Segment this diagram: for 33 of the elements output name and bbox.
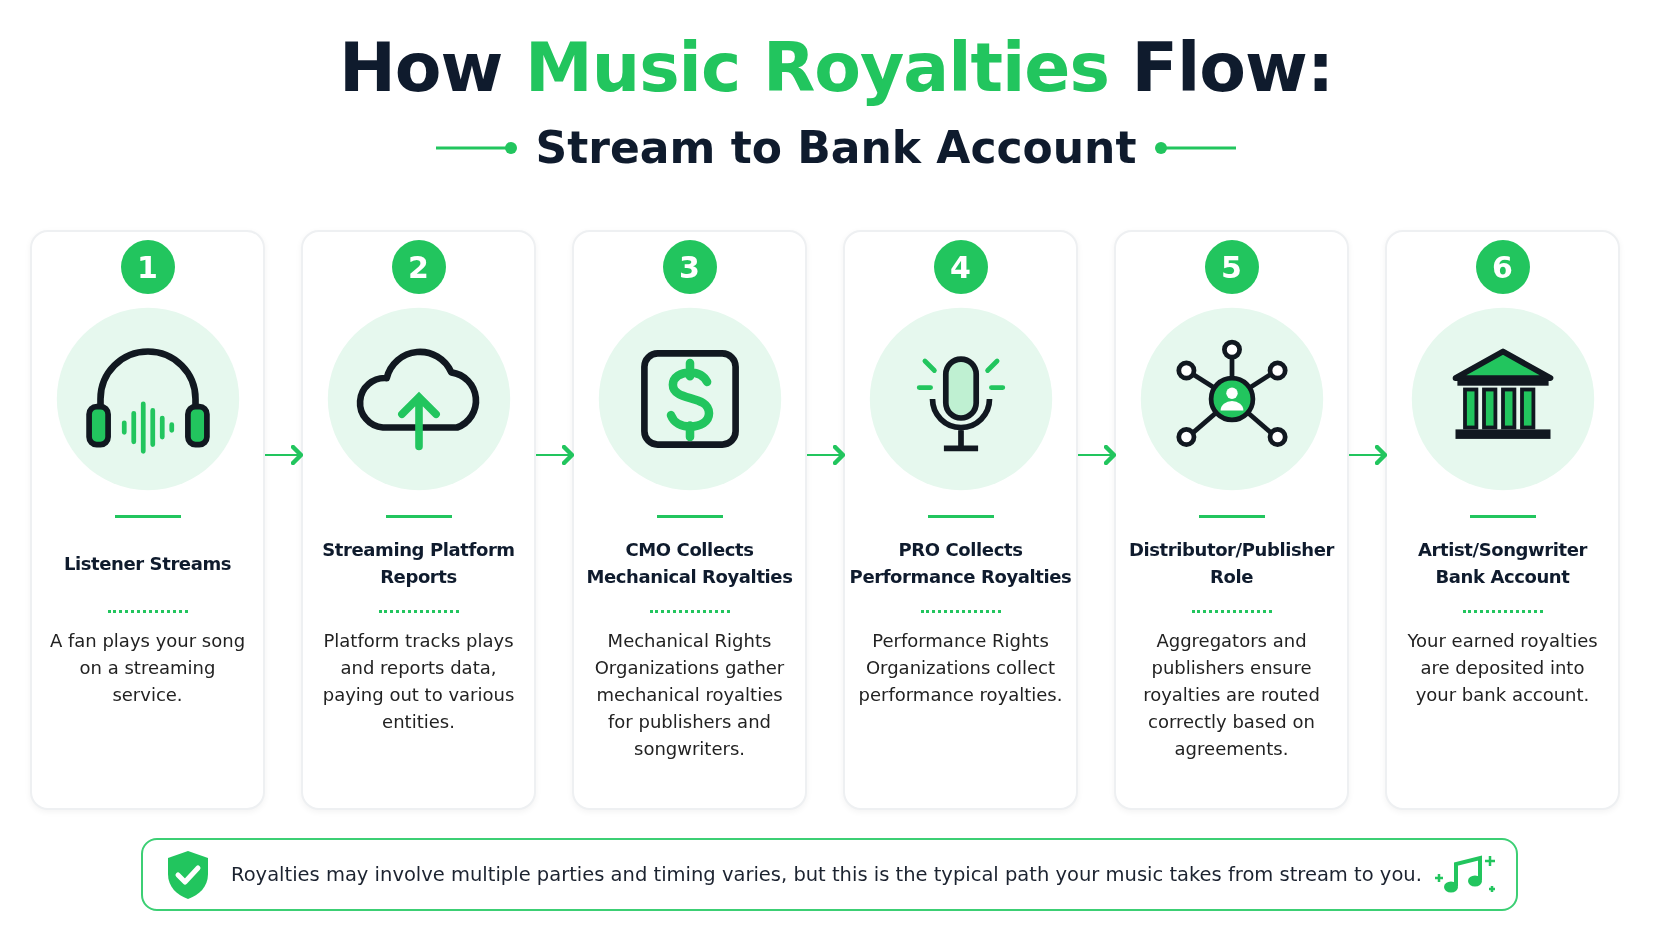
step-description: Your earned royalties are deposited into your bank account. (1406, 629, 1599, 707)
step-card (1114, 230, 1349, 810)
step-heading: Listener Streams (62, 551, 233, 576)
note-text: Royalties may involve multiple parties and timing varies, but this is the typical path your music takes from stream to you. (231, 863, 1422, 886)
arrow (1348, 444, 1388, 466)
arrow (1077, 444, 1117, 466)
step-card (572, 230, 807, 810)
title: How Music Royalties Flow: (337, 28, 1335, 107)
step-number: 6 (1475, 240, 1530, 294)
step-number: 1 (120, 240, 175, 294)
arrow (264, 444, 304, 466)
step-description: Performance Rights Organizations collect performance royalties. (857, 629, 1064, 707)
step-card (843, 230, 1078, 810)
step-number: 4 (933, 240, 988, 294)
step-card (301, 230, 536, 810)
step-description: Platform tracks plays and reports data, paying out to various entities. (321, 629, 516, 734)
step-number: 5 (1204, 240, 1259, 294)
arrow (535, 444, 575, 466)
step-heading: Artist/Songwriter Bank Account (1416, 538, 1589, 589)
subtitle: Stream to Bank Account (535, 122, 1137, 173)
step-number: 2 (391, 240, 446, 294)
step-number: 3 (662, 240, 717, 294)
arrow (806, 444, 846, 466)
step-description: Mechanical Rights Organizations gather mechanical royalties for publishers and songwriters. (593, 629, 786, 761)
step-card (30, 230, 265, 810)
step-description: A fan plays your song on a streaming service. (48, 629, 247, 707)
step-heading: Streaming Platform Reports (321, 538, 516, 589)
note-box (141, 838, 1518, 911)
step-description: Aggregators and publishers ensure royalties are routed correctly based on agreements. (1142, 629, 1321, 761)
step-heading: PRO Collects Performance Royalties (849, 538, 1072, 589)
step-heading: CMO Collects Mechanical Royalties (585, 538, 794, 589)
step-heading: Distributor/Publisher Role (1127, 538, 1336, 589)
step-card (1385, 230, 1620, 810)
